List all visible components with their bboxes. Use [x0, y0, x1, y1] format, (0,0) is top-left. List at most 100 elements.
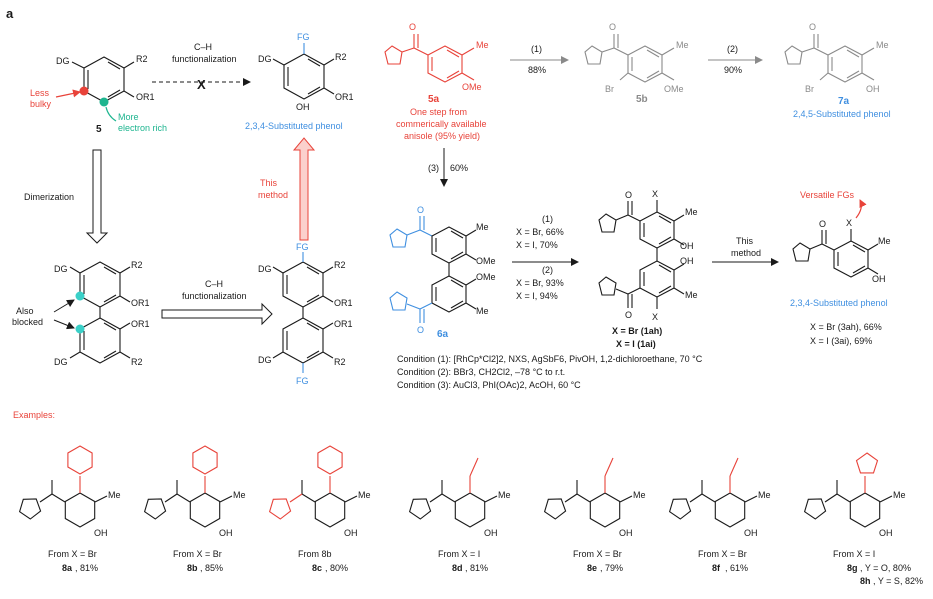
compound-5a-label: 5a — [428, 94, 440, 105]
fdimer-fg-1: FG — [296, 242, 309, 252]
r2-label-2: R2 — [335, 52, 347, 62]
cond-3: X = I, 70% — [516, 240, 558, 250]
6a-ome2: OMe — [476, 272, 496, 282]
fdimer-or1-2: OR1 — [334, 319, 353, 329]
more-rich-label-2: electron rich — [118, 123, 167, 133]
example-8g-oh: OH — [879, 528, 893, 538]
example-8f-oh: OH — [744, 528, 758, 538]
step2-label: (2) — [727, 44, 738, 54]
no-reaction-x: X — [197, 77, 206, 92]
dg-label: DG — [56, 56, 70, 66]
fdimer-dg-1: DG — [258, 264, 272, 274]
example-8d-from: From X = I — [438, 549, 480, 559]
example-8d-yield: , 81% — [465, 563, 488, 573]
dimer-dg-2: DG — [54, 357, 68, 367]
compound-5a-structure — [384, 34, 475, 83]
example-8a-carbonyl-bond — [51, 493, 66, 503]
example-8b-amide-bond — [164, 493, 178, 503]
fg-label: FG — [297, 32, 310, 42]
this-method-2: method — [258, 190, 288, 200]
example-8e-amide-bond — [564, 493, 578, 503]
example-8c-from: From 8b — [298, 549, 332, 559]
example-8c-oh: OH — [344, 528, 358, 538]
compound-3ah-structure — [792, 199, 879, 278]
ch-label2-1: C–H — [205, 279, 223, 289]
example-8g-amide-bond — [824, 493, 838, 503]
7a-me: Me — [876, 40, 889, 50]
example-8e-me: Me — [633, 490, 646, 500]
6a-me2: Me — [476, 306, 489, 316]
example-8b-aryl-ring — [192, 445, 218, 475]
1ah-oh1: OH — [680, 241, 694, 251]
example-8a-pyrrolidine — [18, 498, 42, 520]
example-8d-pyrrolidine — [408, 498, 432, 520]
dimer-r2-2: R2 — [131, 357, 143, 367]
condition-3: Condition (3): AuCl3, PhI(OAc)2, AcOH, 6… — [397, 380, 581, 390]
step3-label: (3) — [428, 163, 439, 173]
example-8c-yield: , 80% — [325, 563, 348, 573]
example-8a-me: Me — [108, 490, 121, 500]
example-8e-pyrrolidine — [543, 498, 567, 520]
example-8f-core-ring — [714, 492, 746, 528]
example-8a-aryl-ring — [67, 445, 93, 475]
condition-1: Condition (1): [RhCp*Cl2]2, NXS, AgSbF6,… — [397, 354, 703, 364]
example-8f-carbonyl-bond — [701, 493, 716, 503]
example-8c-amide-bond — [289, 493, 303, 503]
example-8c-carbonyl-bond — [301, 493, 316, 503]
example-8b-from: From X = Br — [173, 549, 222, 559]
dimer-or1-1: OR1 — [131, 298, 150, 308]
dimerization-arrow — [85, 149, 109, 244]
example-8e-yield: , 79% — [600, 563, 623, 573]
fdimer-or1-1: OR1 — [334, 298, 353, 308]
more-rich-label-1: More — [118, 112, 139, 122]
example-8f-me-bond — [744, 495, 758, 503]
ch-functionalization-arrow — [161, 302, 273, 326]
example-8h-yield: , Y = S, 82% — [873, 576, 923, 586]
compound-6a-label: 6a — [437, 329, 449, 340]
fdimer-dg-2: DG — [258, 355, 272, 365]
fdimer-r2-2: R2 — [334, 357, 346, 367]
yield1-label: 88% — [528, 65, 546, 75]
example-8g-me: Me — [893, 490, 906, 500]
compound-5-label: 5 — [96, 124, 102, 135]
dg-label-2: DG — [258, 54, 272, 64]
example-8a-id: 8a — [62, 563, 73, 573]
dimer-or1-2: OR1 — [131, 319, 150, 329]
phenol-234-label: 2,3,4-Substituted phenol — [245, 121, 343, 131]
example-8e-carbonyl-bond — [576, 493, 591, 503]
panel-label: a — [6, 6, 14, 21]
note-5a-3: anisole (95% yield) — [404, 131, 480, 141]
compound-5-structure — [55, 56, 135, 122]
compound-7a-label: 7a — [838, 96, 850, 107]
this-method-arrow — [292, 137, 316, 241]
compound-1ah-structure — [598, 200, 685, 309]
example-8d-carbonyl-bond — [441, 493, 456, 503]
3ah-o: O — [819, 219, 826, 229]
5b-br: Br — [605, 84, 614, 94]
1ah-x1: X — [652, 189, 658, 199]
dimerization-label: Dimerization — [24, 192, 74, 202]
1ah-o2: O — [625, 310, 632, 320]
less-bulky-label-1: Less — [30, 88, 50, 98]
this-method-right-2: method — [731, 248, 761, 258]
7a-o-label: O — [809, 22, 816, 32]
example-8c-me: Me — [358, 490, 371, 500]
example-8a-amide-bond — [39, 493, 53, 503]
example-8d-me: Me — [498, 490, 511, 500]
1ah-me1: Me — [685, 207, 698, 217]
yield3-label: 60% — [450, 163, 468, 173]
functionalized-dimer-structure — [272, 252, 334, 373]
example-8e-id: 8e — [587, 563, 597, 573]
5a-me: Me — [476, 40, 489, 50]
example-8b-yield: , 85% — [200, 563, 223, 573]
oh-label: OH — [296, 102, 310, 112]
fdimer-fg-2: FG — [296, 376, 309, 386]
6a-ome1: OMe — [476, 256, 496, 266]
example-8e-chain — [604, 457, 614, 477]
compound-5b-structure — [584, 34, 675, 83]
example-8d-core-ring — [454, 492, 486, 528]
example-8a-me-bond — [94, 495, 108, 503]
condition-2: Condition (2): BBr3, CH2Cl2, –78 °C to r… — [397, 367, 565, 377]
example-8b-core-ring — [189, 492, 221, 528]
